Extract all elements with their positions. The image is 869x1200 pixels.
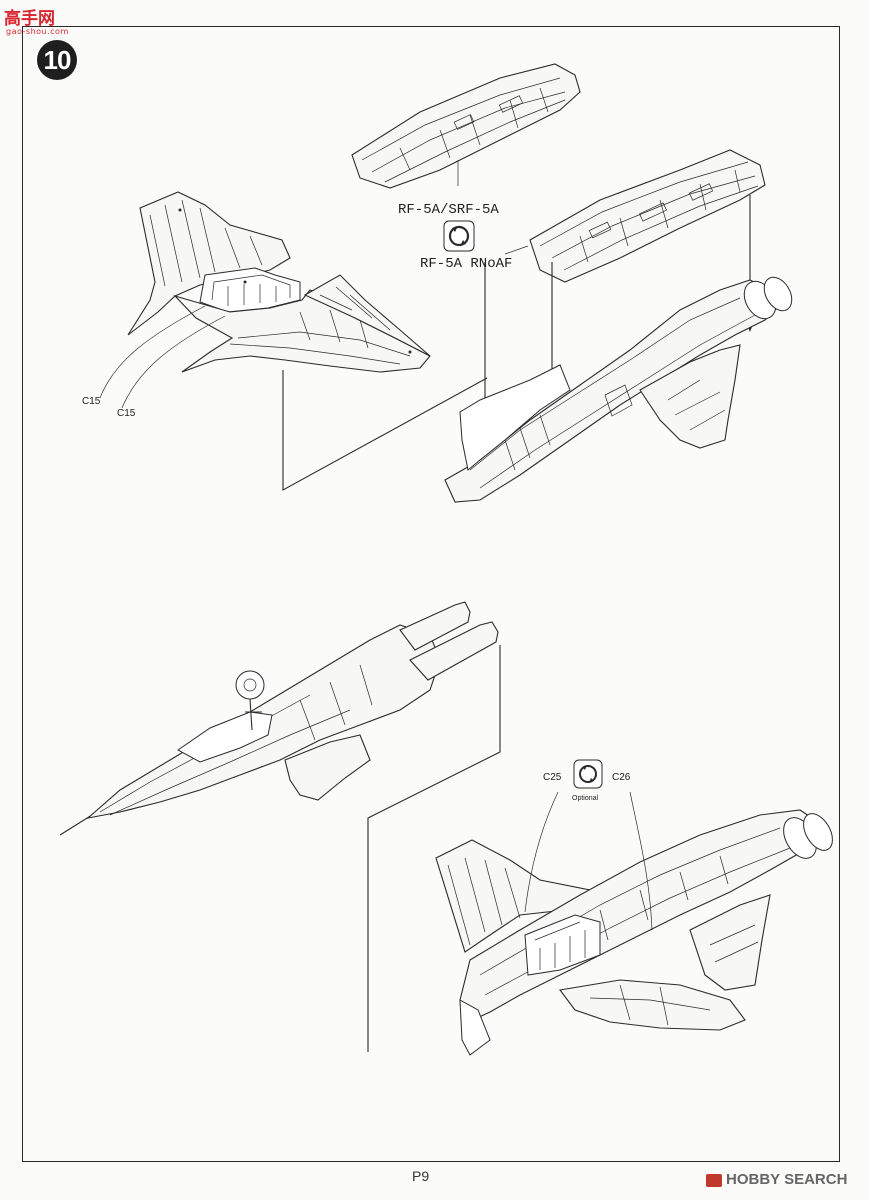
optional-label: Optional: [572, 795, 599, 802]
connector-line-top: [282, 370, 488, 491]
watermark-url: gao-shou.com: [6, 27, 69, 36]
part-label-c26: C26: [612, 772, 631, 783]
fuselage-with-nose: [59, 601, 499, 836]
connector-line-bottom: [367, 645, 501, 1052]
page-border: [22, 26, 840, 1162]
fuselage-assembly-top: [444, 276, 793, 503]
upper-panel-rnoaf: [504, 149, 766, 283]
rotate-optional-icon: [573, 759, 603, 789]
watermark-text: 高手网: [4, 9, 55, 29]
hobby-search-logo-icon: [706, 1174, 722, 1187]
page-number: P9: [412, 1168, 430, 1184]
part-label-c15-a: C15: [82, 396, 101, 407]
watermark-logo: 高手网 gao-shou.com: [4, 4, 70, 40]
upper-panel-rf5a: [351, 63, 581, 189]
fuselage-assembly-bottom: [435, 791, 833, 1056]
variant-label-rf5a-srf5a: RF-5A/SRF-5A: [398, 202, 499, 218]
rotate-icon: [443, 220, 475, 252]
hobby-search-watermark: HOBBY SEARCH: [726, 1171, 848, 1188]
variant-label-rf5a-rnoaf: RF-5A RNoAF: [420, 256, 513, 272]
step-number-badge: 10: [37, 40, 77, 80]
wing-assembly-top: [99, 191, 431, 409]
part-label-c25: C25: [543, 772, 562, 783]
part-label-c15-b: C15: [117, 408, 136, 419]
